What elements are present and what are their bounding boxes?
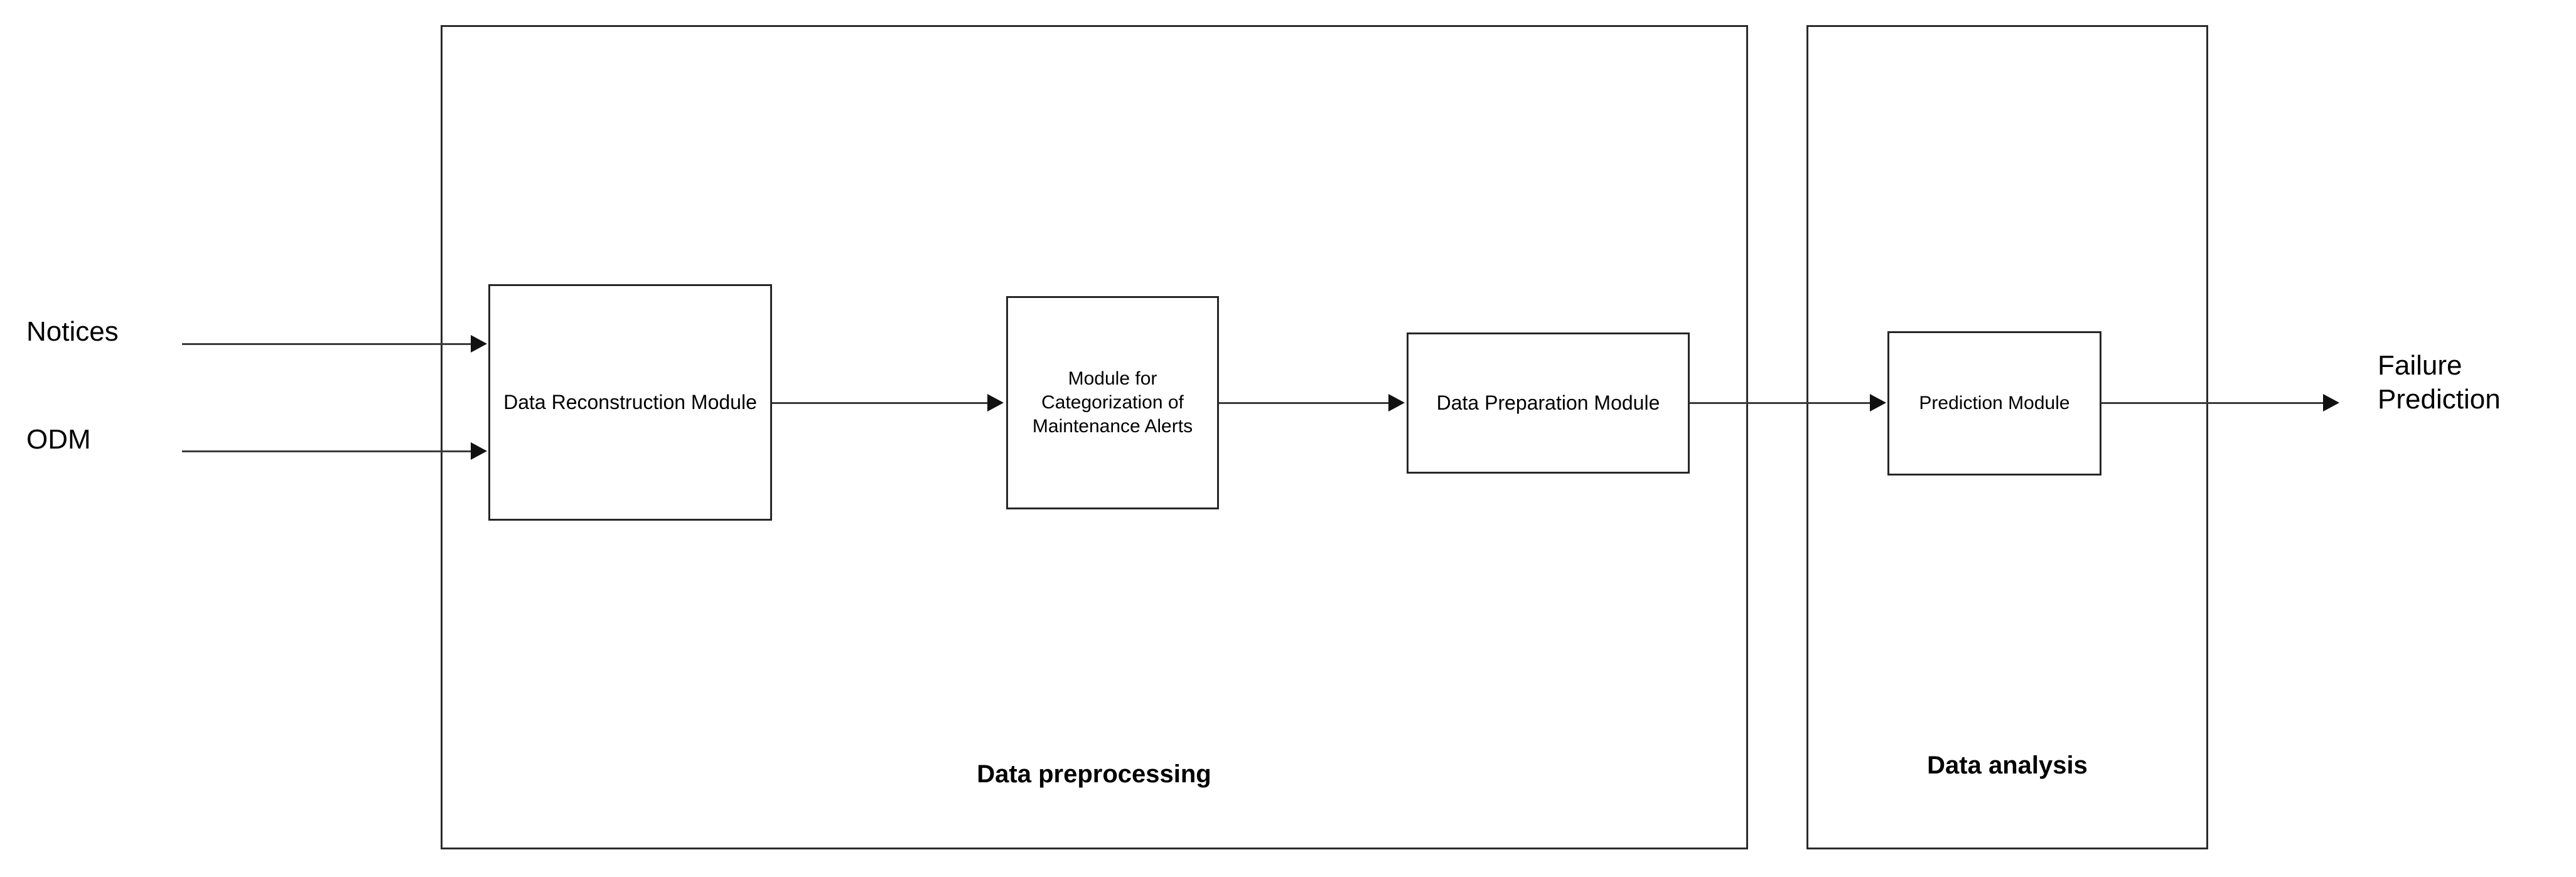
group-label-data-analysis: Data analysis — [1927, 752, 2088, 779]
node-label-categorization-module: Module for Categorization of Maintenance… — [1032, 368, 1193, 437]
arrowhead-prediction-to-output — [2323, 394, 2339, 412]
node-label-data-reconstruction-module: Data Reconstruction Module — [503, 391, 757, 414]
node-data-preparation-module[interactable]: Data Preparation Module — [1407, 332, 1690, 474]
arrowhead-preparation-to-prediction — [1870, 394, 1886, 412]
arrowhead-notices-to-reconstruction — [471, 335, 487, 353]
input-label-odm: ODM — [26, 424, 91, 455]
edge-preparation-to-prediction — [1690, 402, 1871, 404]
edge-prediction-to-output — [2101, 402, 2324, 404]
edge-reconstruction-to-categorization — [772, 402, 989, 404]
node-prediction-module[interactable]: Prediction Module — [1887, 331, 2101, 476]
edge-odm-to-reconstruction — [182, 450, 472, 452]
arrowhead-odm-to-reconstruction — [471, 442, 487, 460]
arrowhead-categorization-to-preparation — [1388, 394, 1405, 412]
arrowhead-reconstruction-to-categorization — [987, 394, 1004, 412]
group-label-data-preprocessing: Data preprocessing — [977, 760, 1211, 788]
node-label-data-preparation-module: Data Preparation Module — [1436, 391, 1660, 415]
input-label-notices: Notices — [26, 316, 119, 347]
node-label-prediction-module: Prediction Module — [1919, 393, 2070, 414]
edge-notices-to-reconstruction — [182, 343, 472, 345]
edge-categorization-to-preparation — [1219, 402, 1390, 404]
node-categorization-module[interactable]: Module for Categorization of Maintenance… — [1006, 296, 1219, 509]
output-label-failure-prediction: Failure Prediction — [2378, 350, 2501, 415]
node-data-reconstruction-module[interactable]: Data Reconstruction Module — [488, 284, 772, 521]
